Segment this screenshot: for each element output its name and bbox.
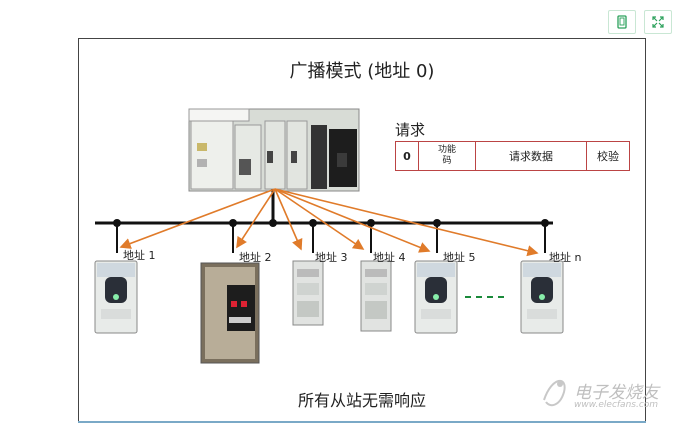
address-label-2: 地址 2 (239, 251, 272, 264)
drive-3 (292, 260, 324, 326)
tablet-icon[interactable] (608, 10, 636, 34)
plc-master (188, 108, 360, 192)
slide-bottom-divider (78, 421, 646, 423)
watermark-text: 电子发烧友 (574, 383, 659, 403)
address-label-3: 地址 3 (315, 251, 348, 264)
broadcast-arrows (119, 188, 539, 257)
address-label-4: 地址 4 (373, 251, 406, 264)
drive-5 (414, 260, 458, 334)
request-frame: 0 功能 码 请求数据 校验 (395, 141, 630, 171)
slide: 广播模式 (地址 0) (78, 38, 646, 423)
network-diagram (94, 108, 564, 364)
watermark-logo (543, 380, 566, 407)
toolbar (608, 10, 672, 34)
drive-2 (200, 262, 260, 364)
address-label-1: 地址 1 (123, 249, 156, 262)
address-label-n: 地址 n (549, 251, 582, 264)
expand-icon[interactable] (644, 10, 672, 34)
drive-n (520, 260, 564, 334)
address-label-5: 地址 5 (443, 251, 476, 264)
request-label: 请求 (395, 121, 426, 139)
bus-junctions (113, 219, 549, 253)
drive-1 (94, 260, 138, 334)
frame-checksum-cell: 校验 (597, 149, 619, 163)
frame-data-cell: 请求数据 (476, 142, 587, 170)
frame-function-cell: 功能 码 (419, 142, 476, 170)
frame-address-cell: 0 (396, 142, 419, 170)
watermark-url: www.elecfans.com (574, 400, 659, 410)
slide-title: 广播模式 (地址 0) (289, 61, 435, 82)
drive-4 (360, 260, 392, 332)
bottom-caption: 所有从站无需响应 (297, 391, 426, 410)
